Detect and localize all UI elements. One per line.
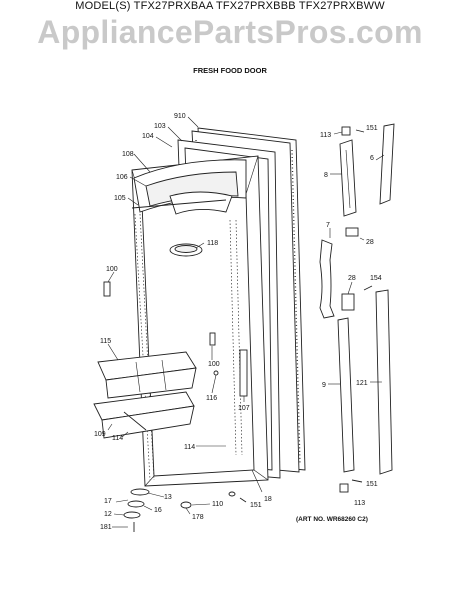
art-number: (ART NO. WR68260 C2) — [296, 516, 368, 523]
callout-121: 121 — [356, 380, 368, 387]
callout-154: 154 — [370, 275, 382, 282]
callout-178: 178 — [192, 514, 204, 521]
callout-113-bottom: 113 — [354, 500, 365, 507]
door-bin-115 — [97, 351, 197, 399]
callout-18: 18 — [264, 496, 272, 503]
handle-7 — [319, 239, 335, 319]
trim-strip-6 — [379, 123, 395, 205]
callout-7: 7 — [326, 222, 330, 229]
bottom-hinge-parts — [123, 488, 247, 532]
shelf-trim — [131, 199, 227, 209]
callout-13: 13 — [164, 494, 172, 501]
bin-118 — [169, 243, 203, 257]
strip-107 — [239, 349, 248, 397]
callout-103: 103 — [154, 123, 166, 130]
callout-113-top: 113 — [320, 132, 331, 139]
handle-bar-9 — [337, 317, 355, 473]
leader-lines — [107, 116, 385, 528]
dairy-compartment — [133, 159, 247, 215]
door-bin-109 — [93, 391, 195, 439]
callout-151-hinge: 151 — [250, 502, 262, 509]
handle-trim-121 — [375, 289, 393, 475]
callout-12: 12 — [104, 511, 112, 518]
callout-910: 910 — [174, 113, 186, 120]
callout-107: 107 — [238, 405, 250, 412]
screw-151-top — [355, 129, 365, 133]
screw-151-bottom — [351, 479, 363, 483]
callout-8: 8 — [324, 172, 328, 179]
callout-151-bottom: 151 — [366, 481, 378, 488]
rail-114-left — [123, 411, 147, 431]
callout-108: 108 — [122, 151, 134, 158]
model-numbers: MODEL(S) TFX27PRXBAA TFX27PRXBBB TFX27PR… — [75, 0, 385, 12]
watermark: AppliancePartsPros.com — [37, 14, 423, 50]
callout-28-top: 28 — [366, 239, 374, 246]
callout-151-top: 151 — [366, 125, 378, 132]
callout-16: 16 — [154, 507, 162, 514]
screw-154 — [363, 285, 373, 291]
callout-28-lower: 28 — [348, 275, 356, 282]
callout-181: 181 — [100, 524, 112, 531]
callout-115: 115 — [100, 338, 111, 345]
bracket-28-top — [345, 227, 359, 237]
callout-106: 106 — [116, 174, 128, 181]
bolt-113-top — [341, 126, 351, 136]
callout-6: 6 — [370, 155, 374, 162]
diagram-subtitle: FRESH FOOD DOOR — [193, 66, 267, 75]
bolt-113-bottom — [339, 483, 349, 493]
callout-100-left: 100 — [106, 266, 118, 273]
callout-104: 104 — [142, 133, 154, 140]
clip-100-left — [103, 281, 111, 297]
callout-105: 105 — [114, 195, 126, 202]
hinge-bracket-8 — [339, 139, 357, 217]
clip-100-center — [209, 332, 216, 346]
screw-116 — [213, 370, 219, 376]
callout-17: 17 — [104, 498, 112, 505]
callout-100-center: 100 — [208, 361, 220, 368]
callout-114-left: 114 — [112, 435, 123, 442]
callout-110: 110 — [212, 501, 223, 508]
callout-118: 118 — [207, 240, 218, 247]
bracket-28-lower — [341, 293, 355, 311]
callout-109: 109 — [94, 431, 106, 438]
callout-114-bottom: 114 — [184, 444, 195, 451]
callout-116: 116 — [206, 395, 217, 402]
callout-9: 9 — [322, 382, 326, 389]
